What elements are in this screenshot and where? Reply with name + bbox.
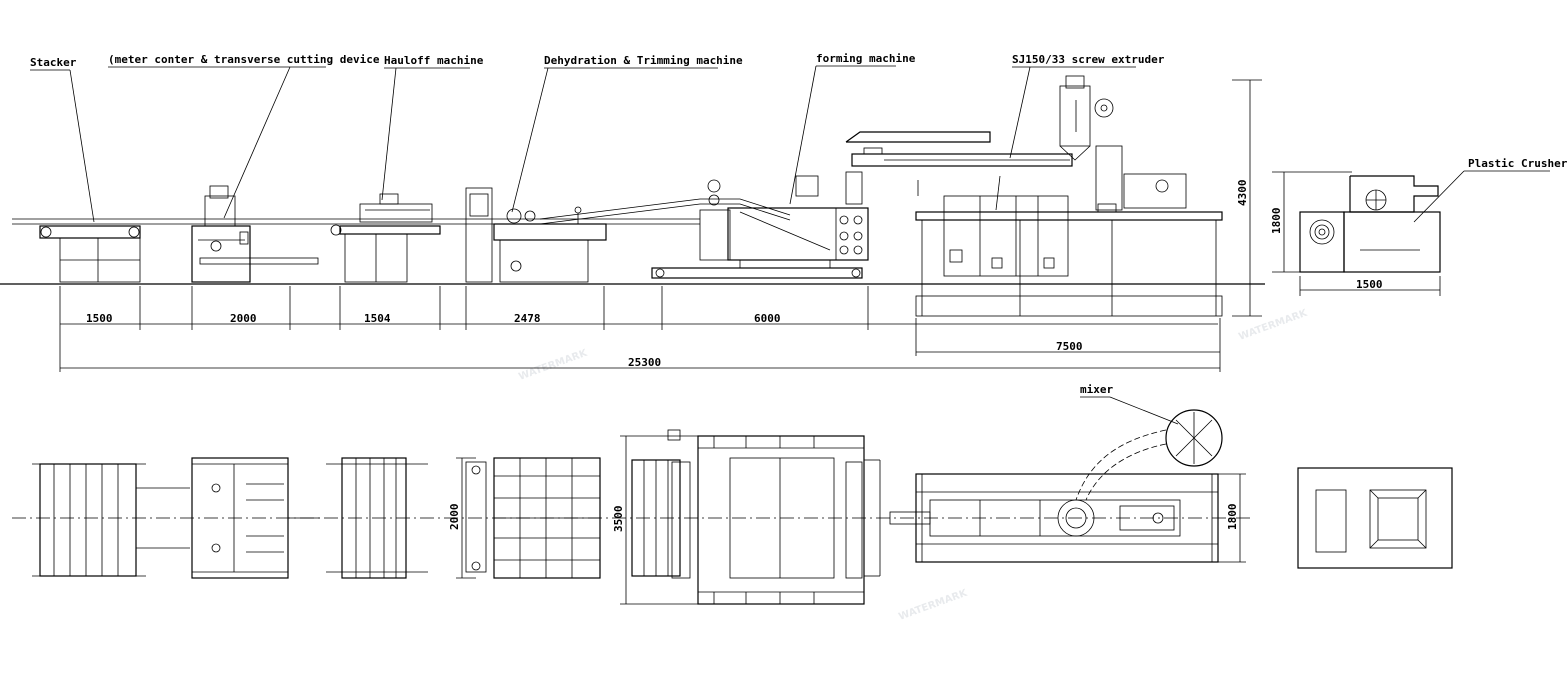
crusher-elevation [1299,175,1441,273]
dim-dehydration-width: 2000 [448,504,461,531]
dim-crusher-height: 1800 [1270,208,1283,235]
callout-labels: Stacker (meter conter & transverse cutti… [30,52,1567,425]
dim-cutting: 2000 [230,312,257,325]
dehydration-elevation [465,187,607,283]
extruder-elevation [845,75,1223,317]
crusher-label: Plastic Crusher [1468,157,1567,170]
mixer-label: mixer [1080,383,1113,396]
stacker-elevation [39,225,141,283]
svg-text:WATERMARK: WATERMARK [897,587,970,622]
dim-forming-width: 3500 [612,506,625,533]
dehydration-plan: 2000 [448,457,601,579]
dim-extruder: 7500 [1056,340,1083,353]
cutting-device-elevation [191,185,319,283]
crusher-plan [1297,467,1453,569]
hauloff-plan [326,457,428,579]
dim-dehydration: 2478 [514,312,541,325]
stacker-label: Stacker [30,56,77,69]
forming-plan: 3500 [612,429,881,605]
forming-elevation [651,171,869,279]
extruder-plan: 1800 [889,473,1246,563]
cutting-plan [191,457,320,579]
dim-stacker: 1500 [86,312,113,325]
cutting-device-label: (meter conter & transverse cutting devic… [108,53,380,66]
dim-extruder-width: 1800 [1226,504,1239,531]
dim-extruder-height: 4300 [1236,180,1249,207]
plan-view: 2000 [12,409,1453,605]
hauloff-elevation [330,193,441,283]
dim-forming: 6000 [754,312,781,325]
stacker-plan [32,463,190,577]
elevation-view [0,75,1441,317]
dehydration-label: Dehydration & Trimming machine [544,54,743,67]
extruder-label: SJ150/33 screw extruder [1012,53,1165,66]
dimension-lines-elevation: 1500 2000 1504 2478 6000 7500 25300 4300… [59,79,1441,372]
dim-hauloff: 1504 [364,312,391,325]
svg-text:WATERMARK: WATERMARK [1237,307,1310,342]
dim-total: 25300 [628,356,661,369]
mixer-plan [1075,409,1223,501]
dim-crusher-len: 1500 [1356,278,1383,291]
hauloff-label: Hauloff machine [384,54,484,67]
forming-label: forming machine [816,52,916,65]
svg-text:WATERMARK: WATERMARK [517,347,590,382]
